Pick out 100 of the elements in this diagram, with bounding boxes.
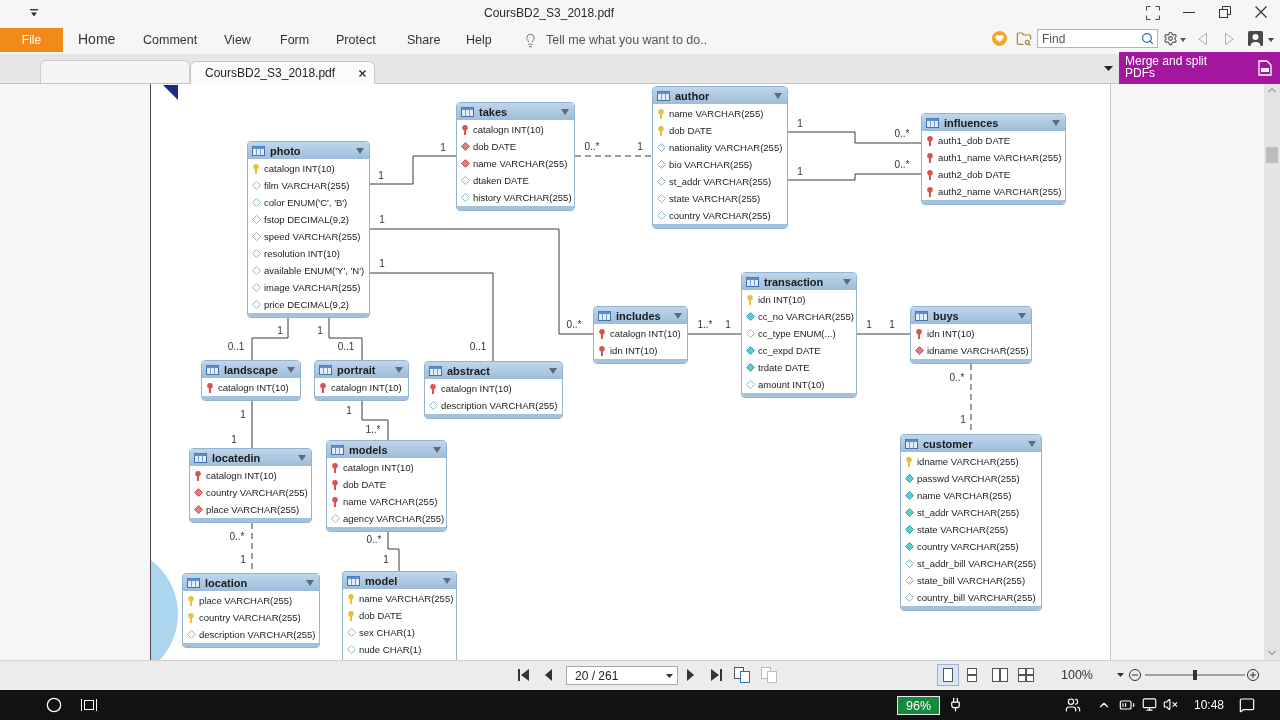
cardinality-label: 0..* xyxy=(949,371,965,383)
cardinality-label: 0..* xyxy=(366,533,382,545)
column-definition: state_bill VARCHAR(255) xyxy=(917,575,1026,586)
column-definition: country VARCHAR(255) xyxy=(206,487,308,498)
entity-table xyxy=(201,360,301,401)
cardinality-label: 1 xyxy=(866,318,872,330)
cardinality-label: 1..* xyxy=(365,423,381,435)
column-definition: catalogn INT(10) xyxy=(343,462,414,473)
cardinality-label: 1 xyxy=(277,324,283,336)
relationship-line xyxy=(361,400,389,441)
cardinality-label: 1 xyxy=(960,413,966,425)
column-definition: image VARCHAR(255) xyxy=(264,282,361,293)
column-definition: country VARCHAR(255) xyxy=(199,612,301,623)
battery-level: 96% xyxy=(897,696,940,715)
column-definition: sex CHAR(1) xyxy=(359,627,415,638)
column-definition: auth1_dob DATE xyxy=(938,135,1011,146)
entity-table xyxy=(456,102,575,211)
column-definition: film VARCHAR(255) xyxy=(264,180,350,191)
table-name: model xyxy=(365,574,398,587)
cardinality-label: 1 xyxy=(346,404,352,416)
column-definition: dob DATE xyxy=(669,125,713,136)
column-definition: auth1_name VARCHAR(255) xyxy=(938,152,1062,163)
column-definition: name VARCHAR(255) xyxy=(343,496,438,507)
search-field: Find xyxy=(1037,29,1158,48)
table-name: includes xyxy=(616,309,661,322)
column-definition: amount INT(10) xyxy=(758,379,825,390)
cardinality-label: 1 xyxy=(797,117,803,129)
cardinality-label: 1 xyxy=(240,408,246,420)
help-search-hint: Tell me what you want to do.. xyxy=(546,33,708,48)
column-definition: idn INT(10) xyxy=(610,345,658,356)
cardinality-label: 0..* xyxy=(566,318,582,330)
column-definition: name VARCHAR(255) xyxy=(473,158,568,169)
cardinality-label: 0..* xyxy=(894,127,910,139)
table-name: transaction xyxy=(764,275,824,288)
cardinality-label: 1 xyxy=(378,169,384,181)
column-definition: st_addr_bill VARCHAR(255) xyxy=(917,558,1037,569)
entity-table xyxy=(593,306,688,364)
column-definition: catalogn INT(10) xyxy=(218,382,289,393)
column-definition: place VARCHAR(255) xyxy=(199,595,293,606)
table-name: takes xyxy=(479,105,508,118)
document-tab: CoursBD2_S3_2018.pdf xyxy=(190,61,375,84)
menu-label: Home xyxy=(78,32,116,47)
relationship-line xyxy=(787,131,922,144)
relationship-line xyxy=(369,272,494,362)
menu-label: View xyxy=(224,33,251,48)
table-name: models xyxy=(349,443,388,456)
column-definition: dtaken DATE xyxy=(473,175,529,186)
column-definition: speed VARCHAR(255) xyxy=(264,231,361,242)
cardinality-label: 1 xyxy=(379,213,385,225)
table-name: locatedin xyxy=(212,451,261,464)
menu-label: Protect xyxy=(336,33,376,48)
cardinality-label: 1 xyxy=(383,553,389,565)
column-definition: available ENUM('Y', 'N') xyxy=(264,265,365,276)
relationship-line xyxy=(787,173,922,181)
cardinality-label: 0..1 xyxy=(227,340,245,352)
entity-table xyxy=(247,141,370,318)
column-definition: history VARCHAR(255) xyxy=(473,192,572,203)
column-definition: dob DATE xyxy=(473,141,517,152)
zoom-level: 100% xyxy=(1061,668,1093,683)
column-definition: catalogn INT(10) xyxy=(473,124,544,135)
column-definition: dob DATE xyxy=(359,610,403,621)
column-definition: country VARCHAR(255) xyxy=(669,210,771,221)
relationship-line xyxy=(387,531,400,572)
column-definition: catalogn INT(10) xyxy=(264,163,335,174)
column-definition: name VARCHAR(255) xyxy=(917,490,1012,501)
file-menu-button: File xyxy=(0,28,63,52)
relationship-line xyxy=(251,400,253,449)
cardinality-label: 1..* xyxy=(697,318,713,330)
table-name: location xyxy=(205,576,248,589)
menu-label: Comment xyxy=(143,33,198,48)
column-definition: st_addr VARCHAR(255) xyxy=(917,507,1020,518)
column-definition: color ENUM('C', 'B') xyxy=(264,197,348,208)
column-definition: auth2_dob DATE xyxy=(938,169,1011,180)
cardinality-label: 0..1 xyxy=(337,340,355,352)
column-definition: bio VARCHAR(255) xyxy=(669,159,753,170)
column-definition: description VARCHAR(255) xyxy=(199,629,316,640)
menu-label: Help xyxy=(466,33,492,48)
cardinality-label: 1 xyxy=(637,140,643,152)
cardinality-label: 1 xyxy=(725,318,731,330)
cardinality-label: 1 xyxy=(797,165,803,177)
cardinality-label: 0..* xyxy=(584,140,600,152)
relationship-line xyxy=(856,333,911,335)
window-title: CoursBD2_S3_2018.pdf xyxy=(484,6,615,20)
column-definition: state VARCHAR(255) xyxy=(917,524,1009,535)
entity-table xyxy=(342,571,457,660)
relationship-line xyxy=(369,155,457,185)
table-name: photo xyxy=(270,144,301,157)
clock-time: 10:48 xyxy=(1194,698,1225,712)
column-definition: nationality VARCHAR(255) xyxy=(669,142,783,153)
entity-table xyxy=(326,440,447,532)
column-definition: nude CHAR(1) xyxy=(359,644,422,655)
entity-table xyxy=(424,361,563,419)
table-name: buys xyxy=(933,309,959,322)
relationship-line xyxy=(251,317,289,361)
table-name: landscape xyxy=(224,363,278,376)
column-definition: idn INT(10) xyxy=(927,328,975,339)
cardinality-label: 0..1 xyxy=(469,340,487,352)
cardinality-label: 1 xyxy=(440,141,446,153)
menu-label: Share xyxy=(407,33,441,48)
relationship-line xyxy=(687,333,742,335)
